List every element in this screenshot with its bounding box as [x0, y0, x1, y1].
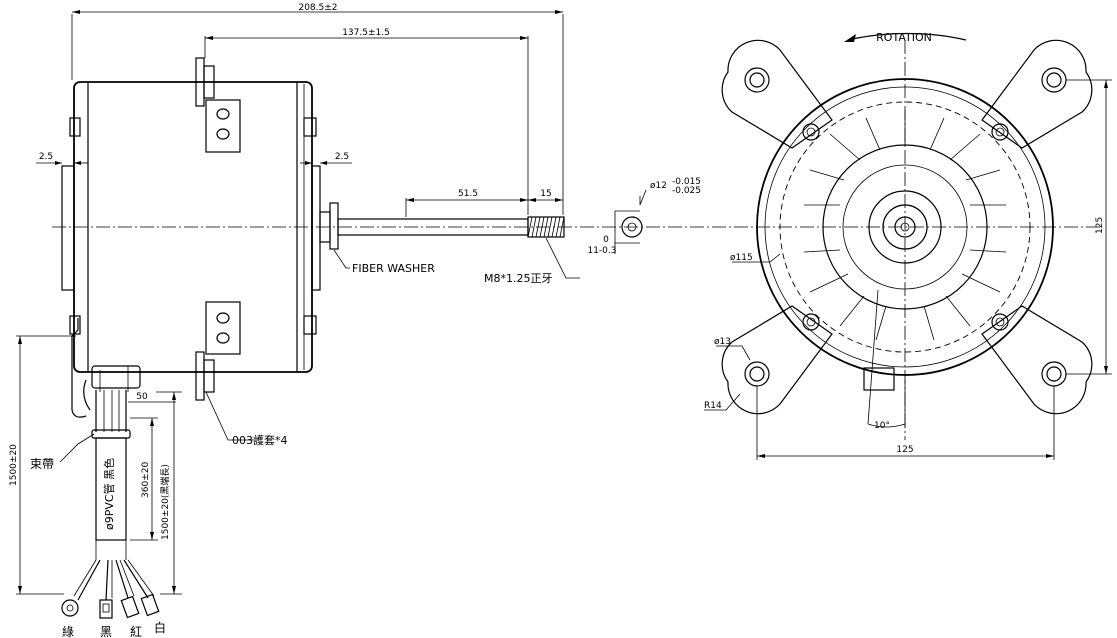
bushing-callout: 003護套*4 [205, 391, 288, 447]
dim-right-offset: 2.5 [300, 152, 352, 165]
ring-terminal [61, 599, 79, 617]
shaft-dia-lower: -0.025 [672, 186, 701, 196]
wire-green-label: 綠 [62, 625, 74, 638]
lead-offset-label: 50 [136, 392, 148, 402]
top-bracket [195, 57, 241, 153]
mount-hole-tr [1041, 67, 1067, 93]
fiber-washer-callout: FIBER WASHER [333, 249, 435, 275]
lead-tube-label: 360±20 [141, 462, 151, 498]
dim-lead-tube: 360±20 [130, 417, 158, 541]
flat-top-label: 0 [603, 235, 609, 245]
thread-spec-label: M8*1.25正牙 [484, 272, 552, 285]
mounting-ear-bottom-left [721, 305, 833, 415]
front-view [721, 39, 1093, 440]
thread-length-label: 15 [540, 189, 551, 199]
dim-left-offset: 2.5 [36, 152, 88, 165]
screws [802, 123, 1009, 331]
shaft-dia-upper: -0.015 [672, 177, 701, 187]
pvc-tube [95, 437, 127, 541]
fiber-washer [329, 202, 339, 250]
shaft-length-label: 51.5 [458, 189, 478, 199]
terminal-white [140, 593, 160, 617]
thread-spec-callout: M8*1.25正牙 [484, 237, 580, 285]
lead-bundle-label: 1500±20(黑端長) [159, 464, 171, 540]
mounting-ear-bottom-right [981, 305, 1093, 415]
mount-hole-bl [744, 361, 770, 387]
right-offset-label: 2.5 [335, 152, 349, 162]
body-dia-callout: ø115 [730, 253, 781, 263]
cooling-spokes [803, 110, 1007, 341]
flat-bottom-label: 11-0.3 [587, 246, 616, 256]
dim-lead-offset: 50 [128, 392, 176, 403]
lead-wires: 綠 黑 紅 白 [61, 318, 166, 638]
radius-callout: R14 [704, 393, 741, 411]
wire-white-label: 白 [154, 620, 166, 635]
cable-tie [91, 429, 131, 439]
mount-hole-br [1041, 361, 1067, 387]
dim-lead-bundle: 1500±20(黑端長) [156, 391, 182, 595]
hole-dia-label: ø13 [714, 337, 731, 347]
rotation-indicator: ROTATION [844, 31, 967, 44]
mounting-ear-top-left [721, 39, 833, 149]
terminal-black [99, 599, 113, 619]
angle-callout: 10° [867, 289, 906, 431]
dim-shaft: 51.5 15 [405, 189, 563, 217]
side-view [52, 57, 1100, 401]
wire-black-label: 黑 [100, 625, 112, 638]
body-dia-label: ø115 [730, 253, 753, 263]
mounting-ear-top-right [981, 39, 1093, 149]
shaft-dia-label: ø12 [650, 181, 667, 191]
shaft-cross-section: ø12 -0.015 -0.025 0 11-0.3 [587, 177, 701, 256]
cable-tie-label: 束帶 [30, 457, 54, 471]
mount-span-label: 137.5±1.5 [342, 28, 390, 38]
terminal-red [120, 595, 140, 619]
bottom-bracket [195, 301, 241, 401]
bushing-label: 003護套*4 [232, 433, 288, 447]
dim-overall-length: 208.5±2 [71, 3, 564, 215]
radius-label: R14 [704, 401, 722, 411]
mount-hole-tl [744, 67, 770, 93]
fiber-washer-label: FIBER WASHER [352, 262, 435, 275]
wire-red-label: 紅 [130, 625, 142, 638]
bolt-spacing-h-label: 125 [896, 445, 913, 455]
left-offset-label: 2.5 [39, 152, 53, 162]
rotation-label: ROTATION [876, 31, 932, 44]
dim-lead-total: 1500±20 [9, 335, 76, 595]
dim-bolt-spacing-v: 125 [1066, 79, 1112, 375]
dim-bolt-spacing-h: 125 [756, 386, 1055, 460]
cable-tie-callout: 束帶 [30, 433, 95, 471]
angle-label: 10° [874, 421, 890, 431]
bolt-spacing-v-label: 125 [1095, 217, 1105, 234]
pvc-tube-label: ø9PVC管 黑色 [102, 458, 116, 530]
dim-mount-span: 137.5±1.5 [204, 28, 529, 215]
hole-dia-callout: ø13 [714, 337, 751, 361]
lead-total-label: 1500±20 [9, 444, 19, 486]
overall-length-label: 208.5±2 [298, 3, 337, 13]
